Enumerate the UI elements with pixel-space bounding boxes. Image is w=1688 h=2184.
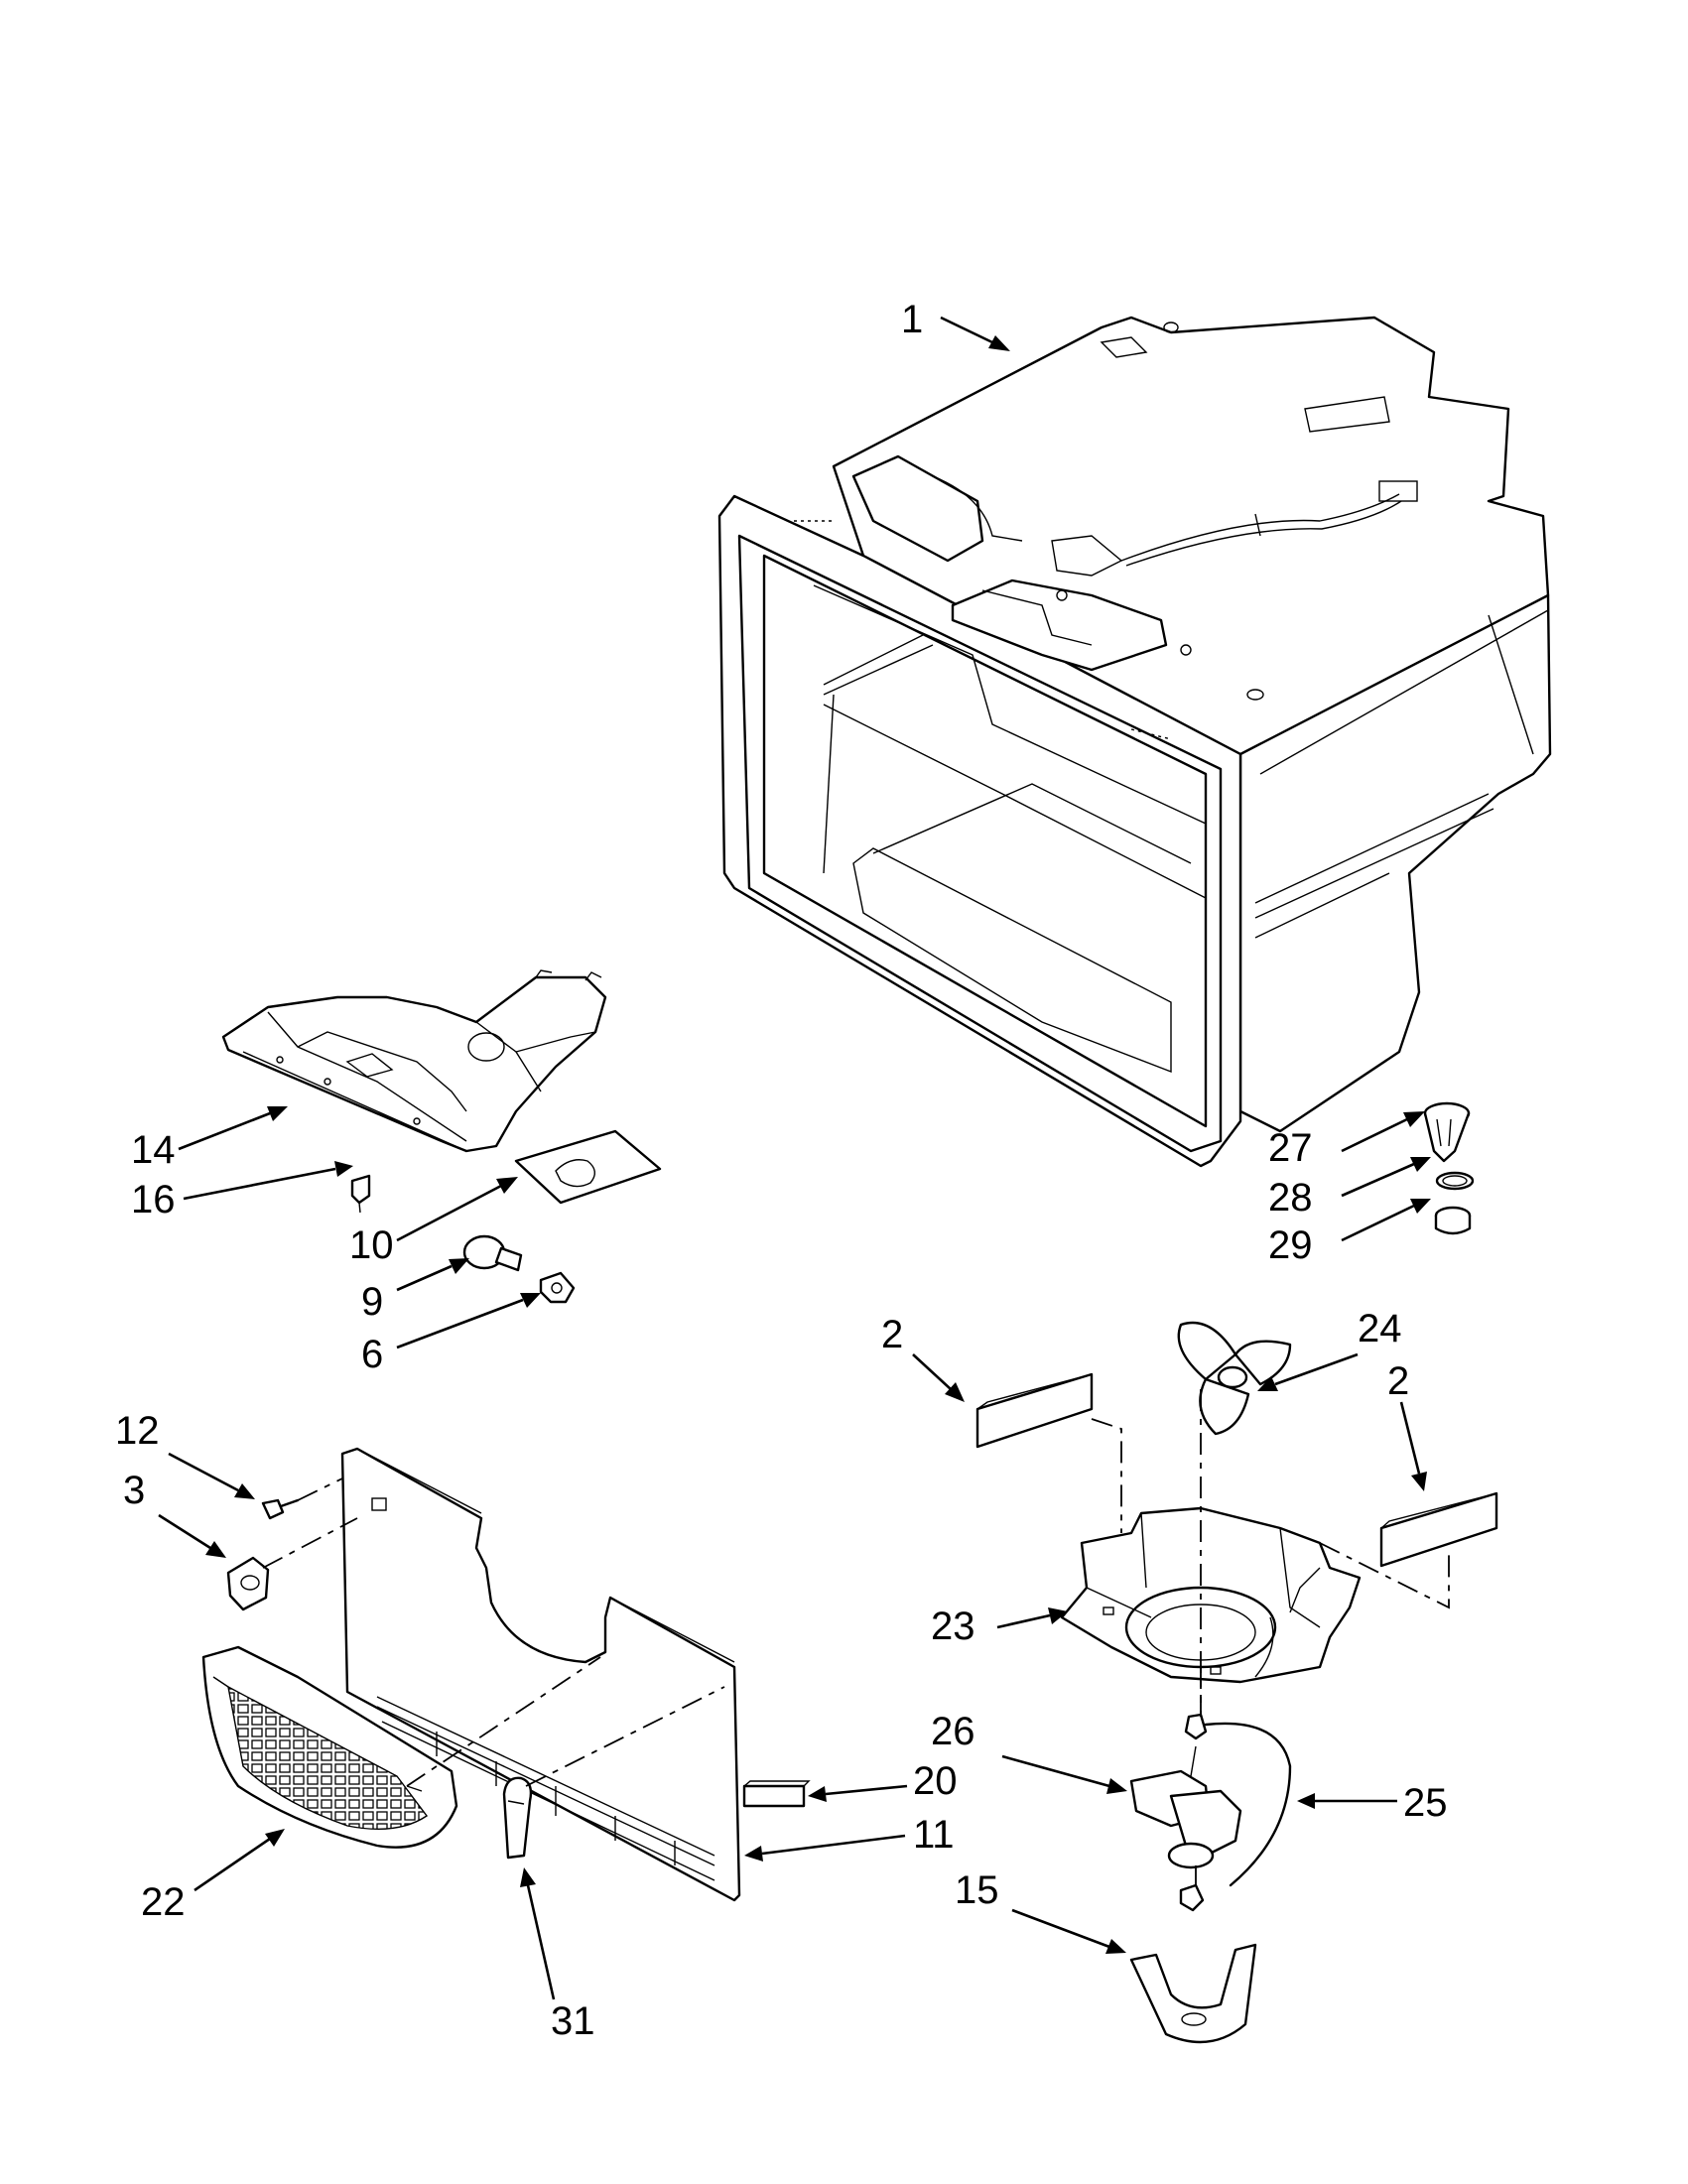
insulation-pad-right-part [1379, 1491, 1498, 1568]
callout-25: 25 [1403, 1781, 1448, 1825]
light-switch-part [350, 1174, 371, 1214]
light-bulb-part [462, 1234, 523, 1272]
callout-23: 23 [931, 1605, 975, 1648]
drain-tube-part [502, 1776, 533, 1860]
fan-motor-part [1129, 1713, 1242, 1869]
drain-trap-part [1423, 1101, 1471, 1163]
motor-bracket-part [1129, 1943, 1257, 2044]
callout-6: 6 [361, 1333, 383, 1376]
callout-20: 20 [913, 1759, 958, 1803]
callout-11: 11 [913, 1813, 955, 1857]
callout-12: 12 [115, 1409, 160, 1453]
drain-plug-part [1434, 1206, 1472, 1235]
leader-arrows [158, 316, 1431, 2000]
assembly-lines [262, 1389, 1450, 1885]
callout-28: 28 [1268, 1176, 1313, 1220]
callout-15: 15 [955, 1868, 999, 1912]
drain-ring-part [1435, 1171, 1475, 1191]
callout-2-left: 2 [881, 1313, 903, 1356]
callout-10: 10 [349, 1223, 394, 1267]
foam-strip-part [742, 1780, 811, 1808]
callout-9: 9 [361, 1280, 383, 1324]
fan-blade-part [1177, 1321, 1292, 1436]
sensor-part [226, 1556, 270, 1611]
callout-2-right: 2 [1387, 1359, 1409, 1403]
callout-26: 26 [931, 1710, 975, 1753]
callout-1: 1 [901, 298, 923, 341]
freezer-liner-part [717, 316, 1552, 1168]
evaporator-cover-part [340, 1447, 741, 1902]
vent-grille-part [201, 1645, 458, 1849]
callout-labels: 1 27 28 29 14 16 10 9 6 2 24 2 12 3 23 2… [115, 298, 1448, 2043]
callout-31: 31 [551, 1999, 595, 2043]
wire-harness-part [1179, 1722, 1292, 1912]
insulation-pad-left-part [975, 1372, 1094, 1449]
light-socket-part [539, 1271, 576, 1304]
callout-29: 29 [1268, 1223, 1313, 1267]
callout-24: 24 [1358, 1307, 1402, 1350]
callout-14: 14 [131, 1128, 176, 1172]
callout-27: 27 [1268, 1126, 1313, 1170]
callout-22: 22 [141, 1880, 186, 1924]
light-housing-part [221, 969, 607, 1153]
callout-16: 16 [131, 1178, 176, 1221]
callout-3: 3 [123, 1469, 145, 1512]
label-sheet-part [514, 1129, 662, 1205]
fan-housing-part [1060, 1506, 1362, 1684]
screw-part [261, 1498, 300, 1520]
